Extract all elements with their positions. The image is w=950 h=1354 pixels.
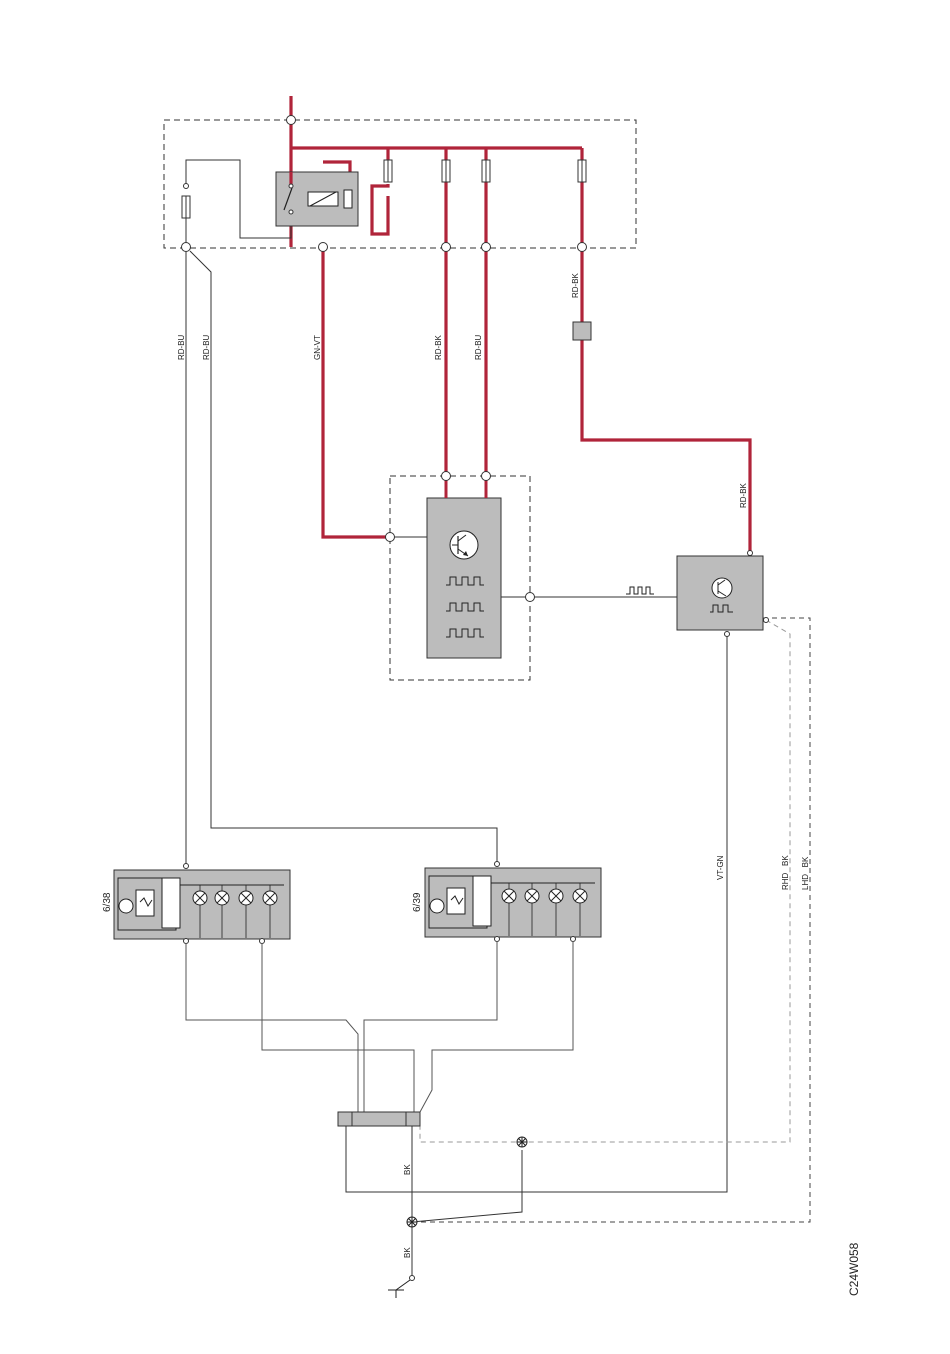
splice-icon — [517, 1137, 527, 1147]
pulse-wire-icon — [626, 587, 654, 594]
lamp-module-left — [114, 864, 290, 944]
module-id-6-39: 6/39 — [412, 892, 423, 912]
fuse-icons — [182, 160, 586, 218]
fuse-relay-box — [164, 120, 636, 248]
wire-label-lhd-bk: LHD BK — [801, 856, 810, 890]
figure-id: C24W058 — [847, 1242, 861, 1296]
ground-icon — [388, 1276, 415, 1299]
wire-label-rd-bk: RD-BK — [739, 482, 748, 508]
wire-label-rd-bk: RD-BK — [571, 272, 580, 298]
wire-label-rd-bu: RD-BU — [202, 334, 211, 360]
lamp-module-right — [425, 862, 601, 942]
power-feed-wires — [291, 96, 750, 556]
ground-connector-bar — [338, 1112, 420, 1126]
wire-label-rd-bk: RD-BK — [434, 334, 443, 360]
fuse-box-thin-wires — [186, 160, 291, 247]
module-id-6-38: 6/38 — [102, 892, 113, 912]
wire-label-rd-bu: RD-BU — [177, 334, 186, 360]
wire-label-gn-vt: GN-VT — [313, 335, 322, 360]
inline-connector — [573, 322, 591, 340]
wire-label-rd-bu: RD-BU — [474, 334, 483, 360]
wire-label-bk: BK — [403, 1164, 412, 1175]
lamp-ground-wires — [186, 941, 573, 1112]
central-control-module — [427, 498, 501, 658]
fuse-box-connectors — [182, 116, 587, 252]
splice-icon — [407, 1217, 417, 1227]
wire-label-bk: BK — [403, 1247, 412, 1258]
relay-icon — [276, 172, 358, 226]
wire-label-rhd-bk: RHD BK — [781, 855, 790, 890]
transistor-icon — [450, 531, 478, 559]
bk-splice-wire — [412, 1150, 522, 1222]
wire-label-vt-gn: VT-GN — [716, 855, 725, 880]
